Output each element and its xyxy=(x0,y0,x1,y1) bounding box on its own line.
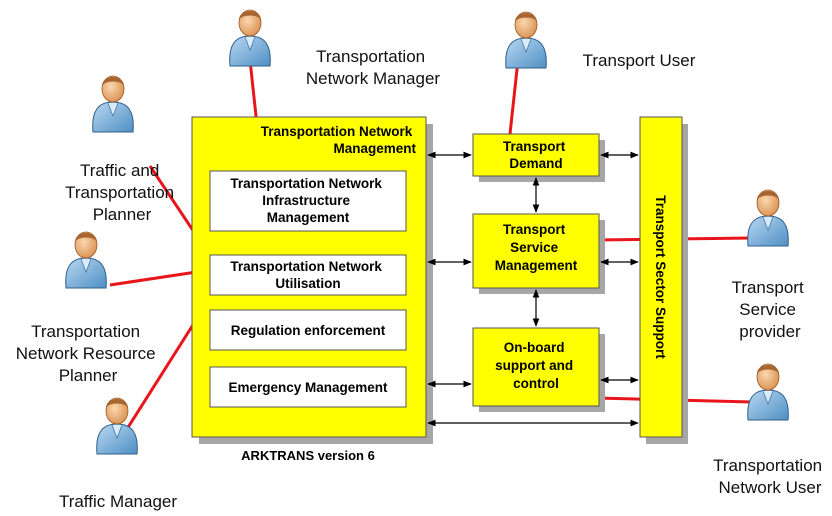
person-network-user-icon xyxy=(747,363,789,421)
label-network-manager: Transportation Network Manager xyxy=(306,47,441,88)
label-traffic-planner: Traffic and Transportation Planner xyxy=(65,161,179,224)
onboard-box xyxy=(472,327,600,407)
network-management-title: Transportation Network Management xyxy=(261,124,417,156)
onboard-label: On-board support and control xyxy=(495,340,577,391)
person-traffic-manager-icon xyxy=(96,397,138,455)
flow-arrows xyxy=(427,151,639,427)
person-transport-user-icon xyxy=(505,11,547,69)
utilisation-box xyxy=(209,254,407,296)
utilisation-label: Transportation Network Utilisation xyxy=(230,259,385,291)
label-transport-user: Transport User xyxy=(583,51,696,70)
transport-demand-label: Transport Demand xyxy=(503,139,569,171)
person-traffic-planner-icon xyxy=(92,75,134,133)
label-network-user: Transportation Network User xyxy=(713,456,827,497)
person-resource-planner-icon xyxy=(65,231,107,289)
label-service-provider: Transport Service provider xyxy=(732,278,809,341)
label-resource-planner: Transportation Network Resource Planner xyxy=(16,322,161,385)
diagram-caption: ARKTRANS version 6 xyxy=(241,448,375,463)
person-service-provider-icon xyxy=(747,189,789,247)
transport-demand-box xyxy=(472,133,600,177)
connector-transport-user xyxy=(508,59,520,135)
label-traffic-manager: Traffic Manager xyxy=(59,492,177,511)
person-network-manager-icon xyxy=(229,9,271,67)
infrastructure-management-label: Transportation Network Infrastructure Ma… xyxy=(230,176,385,225)
emergency-box xyxy=(209,366,407,408)
service-management-box xyxy=(472,213,600,289)
emergency-label: Emergency Management xyxy=(228,380,388,395)
regulation-label: Regulation enforcement xyxy=(231,323,386,338)
service-management-label: Transport Service Management xyxy=(495,222,578,273)
infrastructure-management-box xyxy=(209,170,407,232)
sector-support-box xyxy=(639,116,683,438)
regulation-box xyxy=(209,309,407,351)
sector-support-label: Transport Sector Support xyxy=(653,195,668,359)
